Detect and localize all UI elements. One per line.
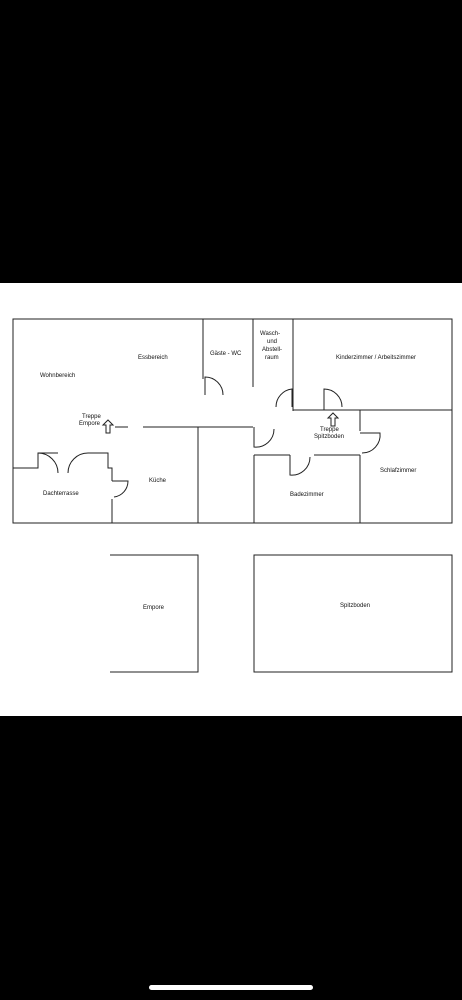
door-dachterrasse-left	[37, 452, 59, 474]
stair-empore-arrow-icon	[101, 419, 115, 434]
room-essbereich: Essbereich	[138, 355, 168, 361]
box-empore	[110, 554, 199, 673]
door-wasch	[275, 388, 293, 408]
room-badezimmer: Badezimmer	[290, 492, 324, 498]
door-gaeste	[204, 376, 224, 396]
floor-plan-drawing	[12, 318, 453, 673]
room-wasch-line-2: und	[267, 339, 278, 345]
room-kinderzimmer: Kinderzimmer / Arbeitszimmer	[336, 355, 417, 361]
box-spitzboden	[253, 554, 453, 673]
room-wasch-line-3: Abstell-	[262, 347, 283, 353]
room-wasch-line-4: raum	[265, 355, 279, 361]
stair-spitz-label-1: Treppe	[320, 427, 339, 433]
room-kueche: Küche	[149, 478, 167, 484]
door-kinder	[323, 388, 343, 410]
outer-wall	[12, 318, 453, 524]
stair-spitz-label-2: Spitzboden	[314, 434, 345, 440]
door-corridor	[253, 427, 275, 448]
home-indicator[interactable]	[149, 985, 313, 990]
room-schlafzimmer: Schlafzimmer	[380, 468, 417, 474]
door-kueche	[112, 480, 129, 498]
door-bad	[289, 455, 311, 476]
room-spitzboden: Spitzboden	[340, 603, 371, 609]
room-wohnbereich: Wohnbereich	[40, 373, 76, 379]
floor-plan: Wohnbereich Essbereich Gäste - WC Wasch-…	[0, 283, 462, 716]
room-wasch-line-1: Wasch-	[260, 331, 281, 337]
door-schlaf	[360, 432, 381, 454]
stair-spitz-arrow-icon	[326, 412, 340, 427]
stair-empore-label-2: Empore	[79, 421, 101, 427]
door-dachterrasse-right	[67, 452, 89, 474]
room-gaeste-wc: Gäste - WC	[210, 351, 242, 357]
room-empore: Empore	[143, 605, 165, 611]
wall-dachterrasse	[13, 452, 113, 481]
stair-empore-label-1: Treppe	[82, 414, 101, 420]
room-dachterrasse: Dachterrasse	[43, 491, 79, 497]
